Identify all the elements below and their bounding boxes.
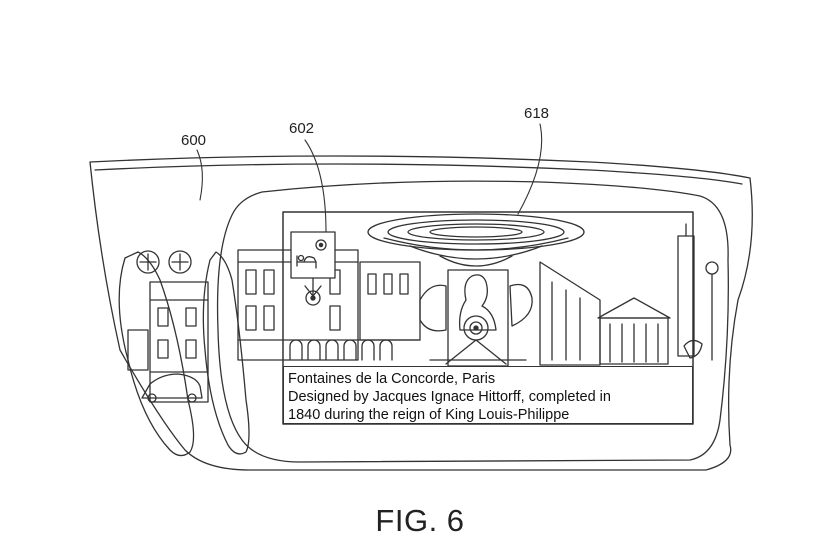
target-reticle [445, 315, 507, 365]
reference-label-618: 618 [524, 105, 550, 122]
figure-caption: FIG. 6 [375, 503, 465, 538]
info-title: Fontaines de la Concorde, Paris [288, 371, 496, 387]
left-scene [118, 250, 250, 457]
reference-label-602: 602 [289, 120, 315, 137]
overlay-frame-618 [282, 211, 694, 425]
leader-lines [196, 123, 543, 233]
hotel-bed-icon [290, 231, 336, 306]
info-line-2: 1840 during the reign of King Louis-Phil… [288, 407, 570, 423]
lens-display [216, 180, 729, 463]
info-overlay-box: Fontaines de la Concorde, Paris Designed… [283, 366, 693, 424]
glasses-frame [89, 155, 753, 471]
info-line-1: Designed by Jacques Ignace Hittorff, com… [288, 389, 611, 405]
reference-label-600: 600 [181, 132, 207, 149]
